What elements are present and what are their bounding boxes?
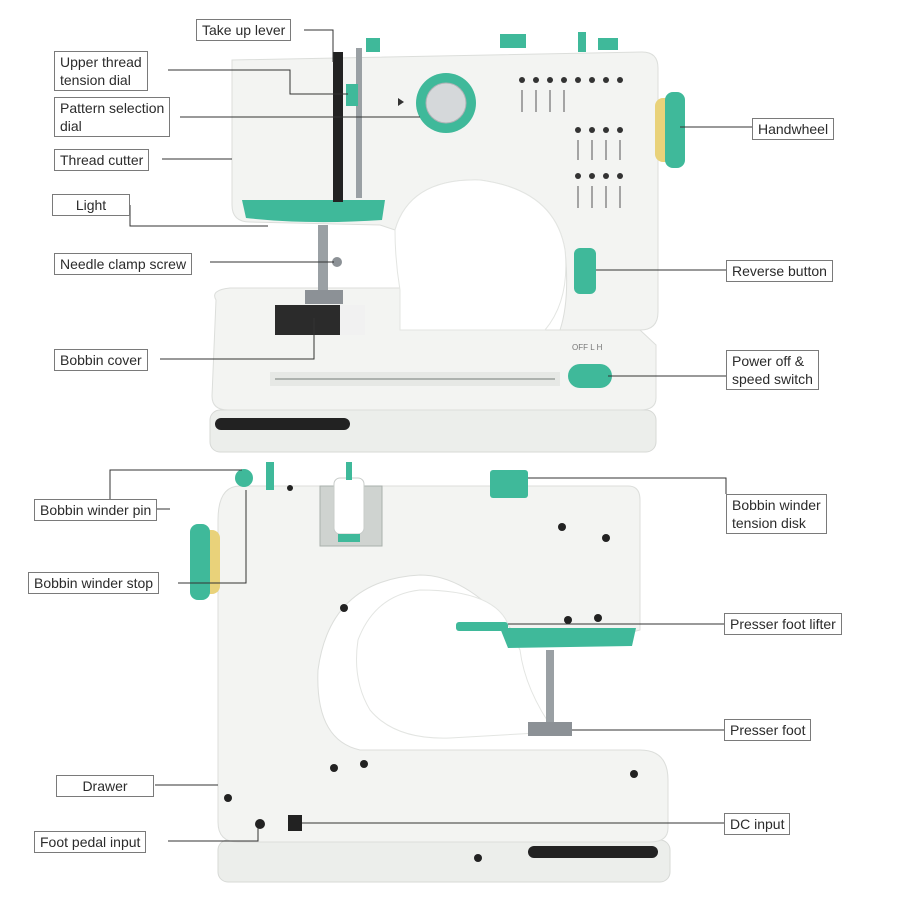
- label-bobbin-cover: Bobbin cover: [54, 349, 148, 371]
- front-thread-guide: [356, 48, 362, 198]
- leader-take-up-lever: [304, 29, 334, 62]
- leader-light: [129, 205, 268, 227]
- label-bobbin-winder-stop: Bobbin winder stop: [28, 572, 160, 594]
- leader-lines: [109, 29, 752, 842]
- back-handwheel-teal: [190, 524, 210, 600]
- back-tension-disk: [490, 470, 528, 498]
- front-spool-pin-2: [500, 34, 526, 48]
- label-dc-input: DC input: [724, 813, 791, 835]
- label-reverse-button: Reverse button: [726, 260, 833, 282]
- back-base-slot: [528, 846, 658, 858]
- front-reverse-button: [574, 248, 596, 294]
- needle-clamp-screw-icon: [332, 257, 342, 267]
- front-tension-dial: [346, 84, 358, 106]
- leader-tension-disk: [528, 477, 727, 494]
- label-needle-clamp-screw: Needle clamp screw: [54, 253, 193, 275]
- label-presser-foot: Presser foot: [724, 719, 812, 741]
- front-presser-foot: [305, 290, 343, 304]
- label-power-speed-switch: Power off & speed switch: [726, 350, 819, 390]
- front-switch-marking: OFF L H: [572, 343, 603, 352]
- label-upper-thread-tension-dial: Upper thread tension dial: [54, 51, 148, 91]
- back-teal-band: [500, 628, 636, 648]
- pattern-indicator-icon: [398, 98, 404, 106]
- back-base-dot: [474, 854, 482, 862]
- leader-foot-pedal: [168, 828, 259, 842]
- back-needle-bar: [546, 650, 554, 730]
- back-screw-holes: [224, 523, 638, 802]
- front-arm-opening: [394, 179, 567, 331]
- leader-upper-tension: [168, 69, 348, 95]
- back-bobbin-winder-pin: [266, 462, 274, 490]
- front-spool-pin-4: [598, 38, 618, 50]
- front-power-switch: [568, 364, 612, 388]
- front-spool-pin-1: [366, 38, 380, 52]
- front-view-machine: OFF L H: [209, 32, 685, 453]
- foot-pedal-jack-icon: [255, 819, 265, 829]
- label-drawer: Drawer: [56, 775, 154, 797]
- back-spool-base: [338, 534, 360, 542]
- front-base-plate: [209, 409, 657, 453]
- dc-input-jack-icon: [288, 815, 302, 831]
- label-presser-foot-lifter: Presser foot lifter: [724, 613, 842, 635]
- label-foot-pedal-input: Foot pedal input: [34, 831, 147, 853]
- label-pattern-selection-dial: Pattern selection dial: [54, 97, 171, 137]
- back-thread-spool: [333, 477, 365, 535]
- stitch-patterns: [521, 90, 621, 208]
- stitch-chart: [519, 77, 623, 179]
- leader-winder-stop: [178, 490, 247, 584]
- label-light: Light: [52, 194, 130, 216]
- back-view-machine: [190, 462, 671, 883]
- front-needle-bar: [318, 225, 328, 295]
- front-teal-band: [242, 200, 385, 223]
- label-handwheel: Handwheel: [752, 118, 835, 140]
- back-spool-pin-top: [346, 462, 352, 480]
- label-take-up-lever: Take up lever: [196, 19, 292, 41]
- back-bobbin-winder-stop: [235, 469, 253, 487]
- label-bobbin-winder-tension-disk: Bobbin winder tension disk: [726, 494, 827, 534]
- front-base-slot: [215, 418, 350, 430]
- back-winder-hole: [287, 485, 293, 491]
- label-thread-cutter: Thread cutter: [54, 149, 150, 171]
- front-take-up-slot: [333, 52, 343, 202]
- front-spool-pin-3: [578, 32, 586, 52]
- back-presser-foot: [528, 722, 572, 736]
- leader-bobbin-cover: [160, 318, 315, 360]
- front-handwheel-teal: [665, 92, 685, 168]
- back-presser-foot-lifter: [456, 622, 508, 631]
- pattern-dial-inner: [425, 82, 467, 124]
- front-plate-insert: [340, 305, 365, 335]
- label-bobbin-winder-pin: Bobbin winder pin: [34, 499, 158, 521]
